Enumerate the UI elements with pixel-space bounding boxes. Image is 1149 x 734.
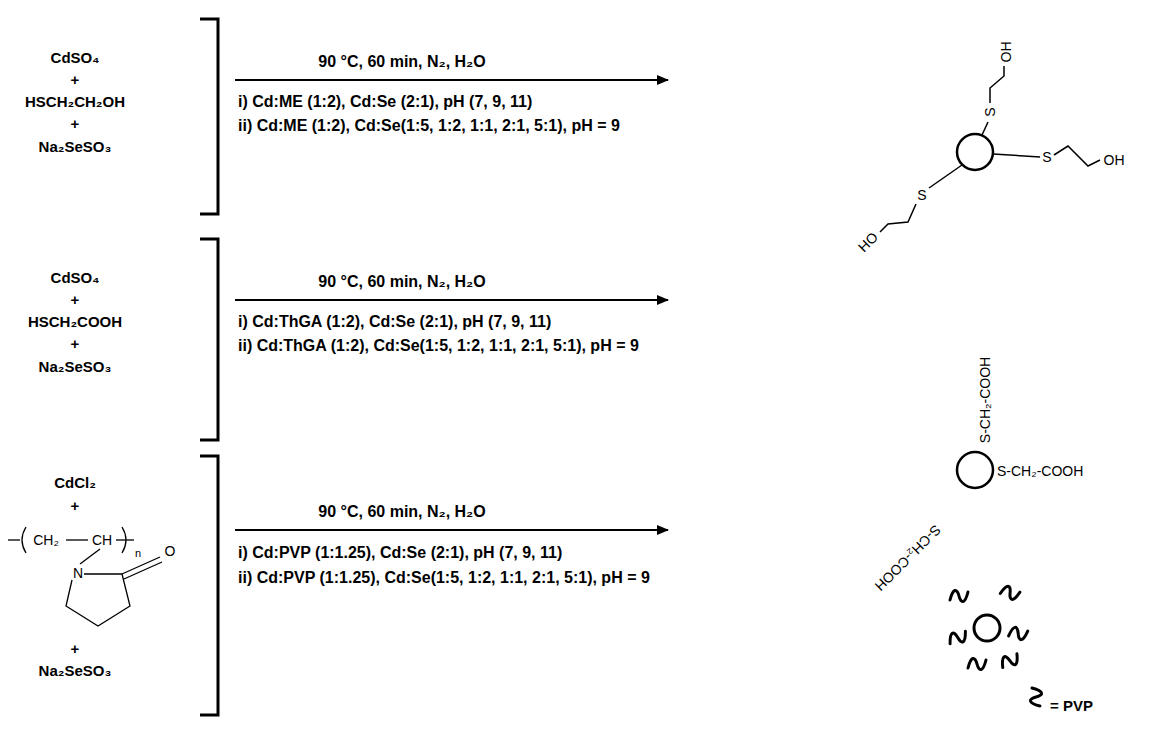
plus-sign: + [71, 72, 80, 87]
atom-label: CH [92, 533, 112, 547]
reagent: CdSO₄ [51, 50, 100, 65]
ligand-bonds [880, 66, 1100, 488]
plus-sign: + [71, 292, 80, 307]
condition-set: i) Cd:ThGA (1:2), Cd:Se (2:1), pH (7, 9,… [238, 314, 551, 330]
atom-label: CH₂ [33, 533, 59, 547]
pvp-nanoparticle [948, 585, 1028, 670]
reagent: CdCl₂ [54, 475, 96, 490]
atom-label: O [165, 544, 176, 558]
atom-label: S [917, 188, 926, 202]
plus-sign: + [71, 116, 80, 131]
plus-sign: + [71, 498, 80, 513]
conditions: 90 °C, 60 min, N₂, H₂O [318, 54, 485, 70]
atom-label: OH [1104, 153, 1125, 167]
condition-set: ii) Cd:ThGA (1:2), Cd:Se(1:5, 1:2, 1:1, … [238, 338, 639, 354]
conditions: 90 °C, 60 min, N₂, H₂O [318, 274, 485, 290]
atom-label: OH [999, 42, 1013, 63]
reagent: Na₂SeSO₃ [39, 139, 112, 154]
ligand-label: S-CH₂-COOH [873, 523, 944, 594]
conditions: 90 °C, 60 min, N₂, H₂O [318, 504, 485, 520]
atom-label: n [135, 548, 141, 559]
legend-text: = PVP [1050, 698, 1093, 713]
ligand-label: S-CH₂-COOH [978, 357, 992, 443]
reagent-bracket [200, 19, 218, 715]
plus-sign: + [71, 641, 80, 656]
reagent: CdSO₄ [51, 270, 100, 285]
legend-squiggle [1030, 688, 1041, 706]
atom-label: S [1042, 150, 1051, 164]
pvp-structure [8, 527, 162, 626]
plus-sign: + [71, 336, 80, 351]
atom-label: HO [856, 230, 881, 255]
reagent: Na₂SeSO₃ [39, 359, 112, 374]
condition-set: i) Cd:PVP (1:1.25), Cd:Se (2:1), pH (7, … [238, 545, 562, 561]
reagent: HSCH₂CH₂OH [25, 94, 125, 109]
reaction-arrow [235, 80, 668, 530]
ligand-label: S-CH₂-COOH [997, 464, 1083, 478]
atom-label: N [73, 566, 83, 580]
atom-label: S [983, 107, 997, 116]
condition-set: ii) Cd:PVP (1:1.25), Cd:Se(1:5, 1:2, 1:1… [238, 570, 650, 586]
condition-set: i) Cd:ME (1:2), Cd:Se (2:1), pH (7, 9, 1… [238, 94, 532, 110]
condition-set: ii) Cd:ME (1:2), Cd:Se(1:5, 1:2, 1:1, 2:… [238, 118, 620, 134]
reagent: HSCH₂COOH [28, 314, 122, 329]
reagent: Na₂SeSO₃ [39, 663, 112, 678]
